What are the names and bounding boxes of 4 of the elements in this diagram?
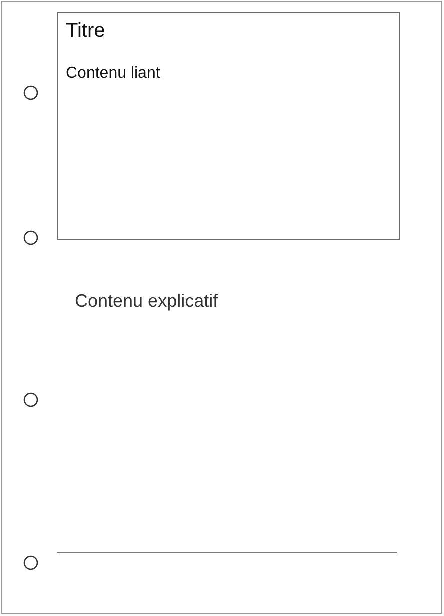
title-box xyxy=(57,12,400,240)
box-text: Contenu liant xyxy=(66,64,162,84)
box-title: Titre xyxy=(66,19,106,44)
body-text: Contenu explicatif xyxy=(75,290,218,313)
